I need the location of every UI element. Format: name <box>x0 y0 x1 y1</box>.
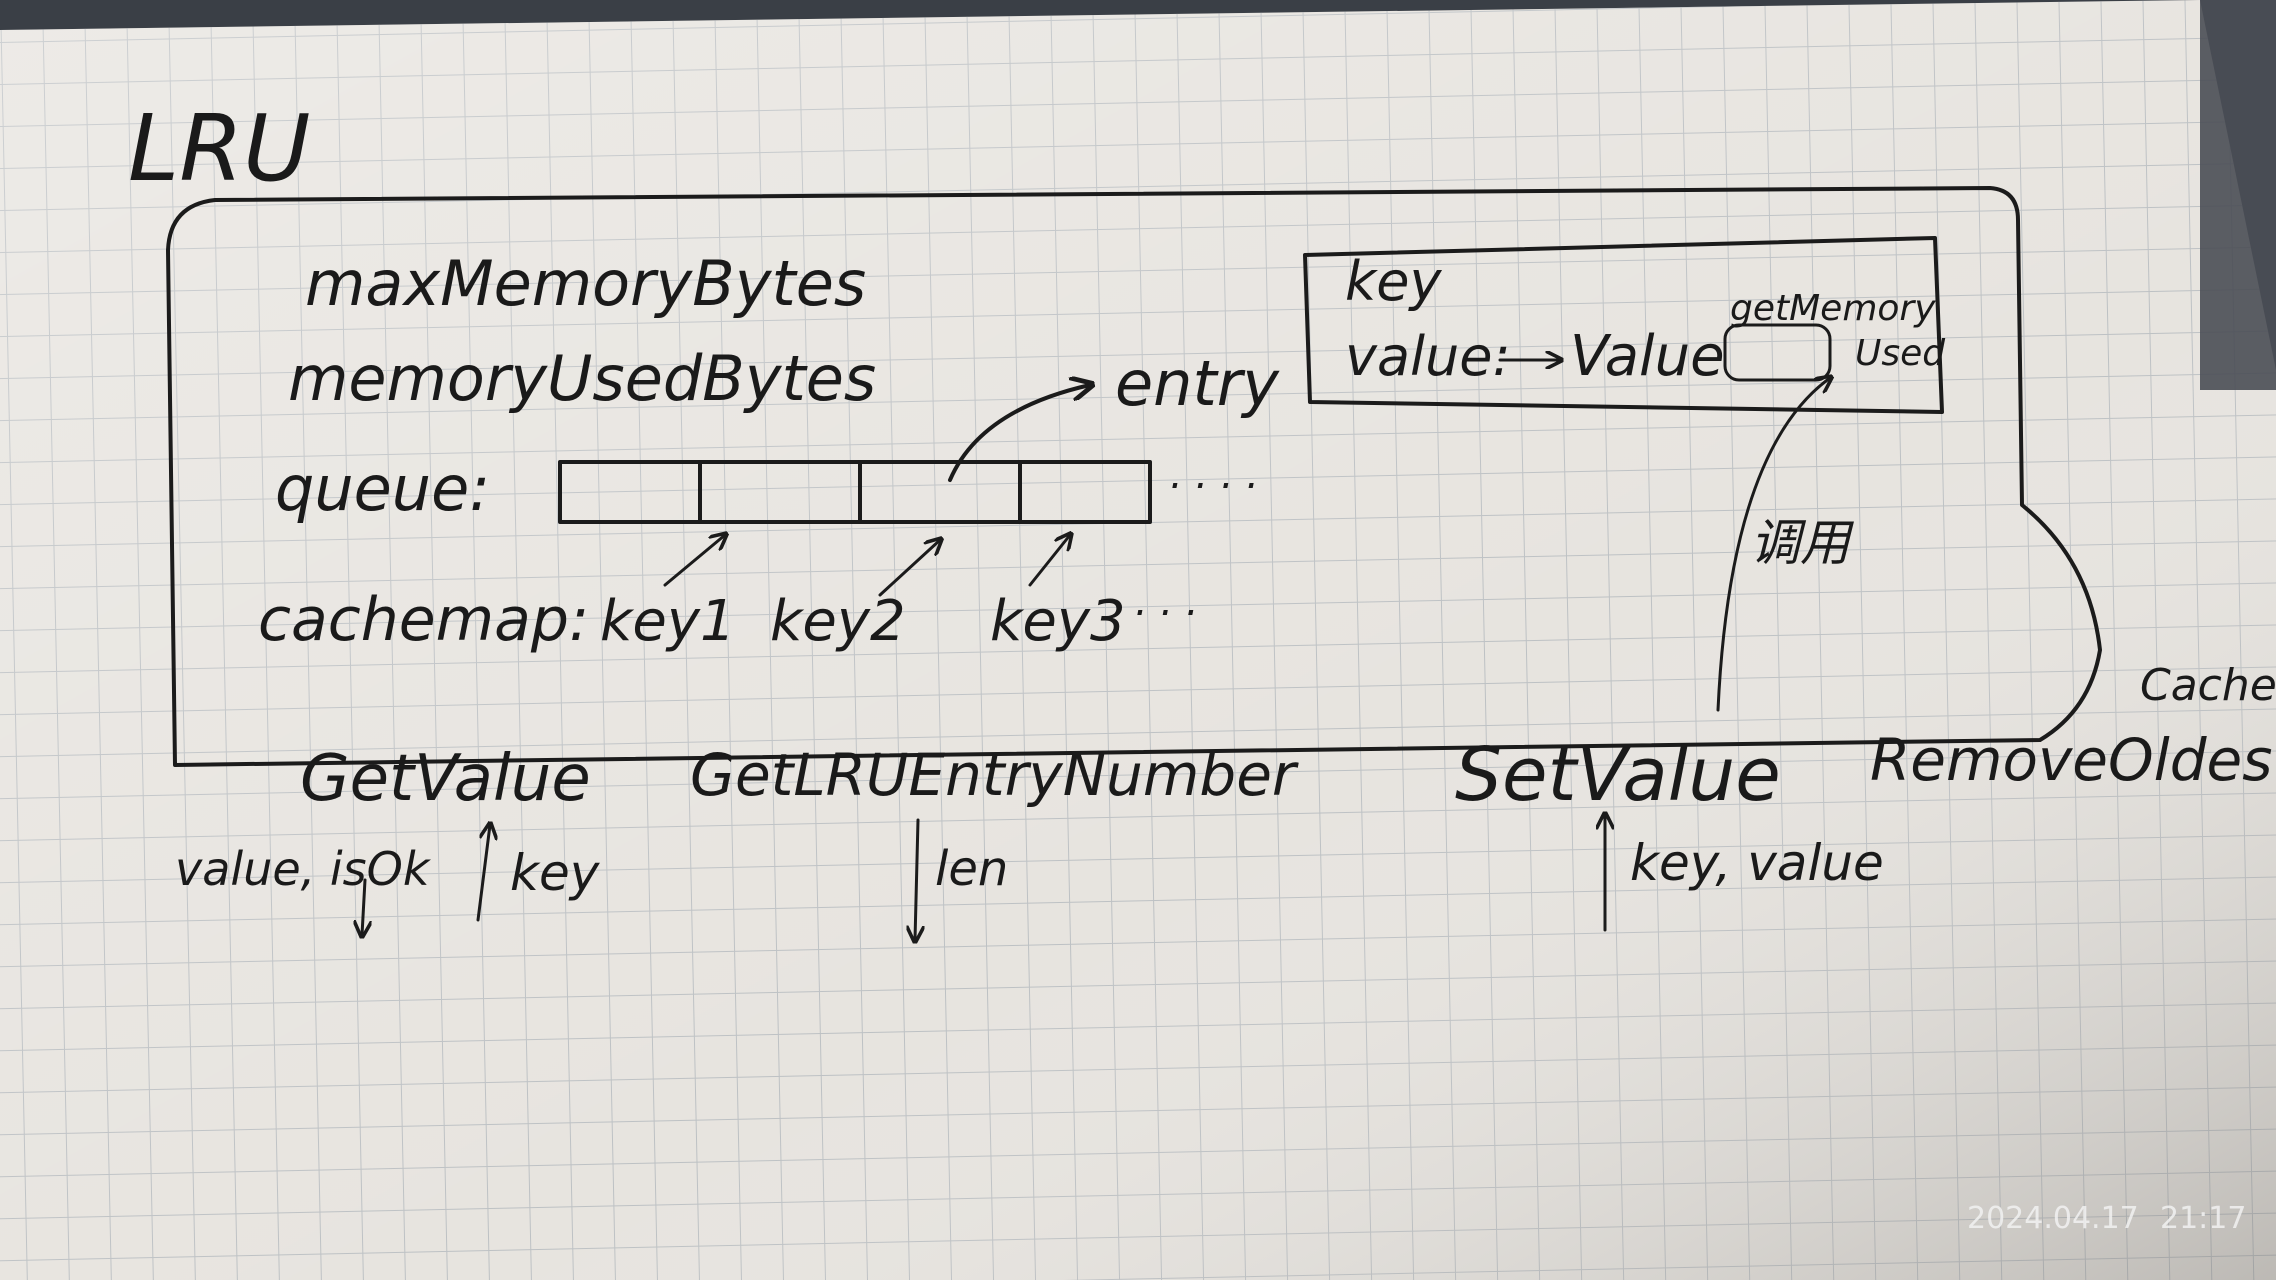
call-note: 调用 <box>1750 514 1854 572</box>
laptop-edge <box>2200 0 2276 390</box>
entry-number-output: len <box>935 841 1008 897</box>
lru-box <box>166 186 2102 767</box>
keys-ellipsis: . . . <box>1135 579 1199 625</box>
method-used: Used <box>1855 333 1946 374</box>
queue-ellipsis: . . . . <box>1170 452 1259 498</box>
cachemap-key-1: key1 <box>600 589 736 654</box>
get-value-output-arrow <box>362 878 365 935</box>
entry-key-field: key <box>1345 250 1442 313</box>
cachemap-key-3: key3 <box>990 589 1126 654</box>
timestamp-date: 2024.04.17 <box>1967 1201 2139 1236</box>
queue-cell <box>1018 460 1152 524</box>
set-value-input: key, value <box>1630 834 1884 892</box>
cache-label: Cache <box>2140 660 2276 711</box>
value-method-box <box>1723 323 1832 382</box>
get-value-input: key <box>510 844 601 902</box>
timestamp-time: 21:17 <box>2160 1201 2246 1236</box>
queue-label: queue: <box>275 452 490 525</box>
call-arrow <box>1716 378 1830 712</box>
value-type: Value <box>1570 324 1725 389</box>
method-remove-oldest: RemoveOldest <box>1870 726 2276 794</box>
entry-arrow <box>948 385 1090 482</box>
max-memory-field: maxMemoryBytes <box>305 247 866 320</box>
method-set-value: SetValue <box>1455 732 1781 818</box>
entry-label: entry <box>1115 347 1280 420</box>
entry-number-output-arrow <box>915 818 918 940</box>
diagram-title: LRU <box>128 95 311 202</box>
queue-cells <box>558 460 1152 524</box>
cachemap-key-2: key2 <box>770 589 906 654</box>
memory-used-field: memoryUsedBytes <box>288 342 876 415</box>
key3-pointer-arrow <box>1028 535 1070 587</box>
method-get-lru-entry-number: GetLRUEntryNumber <box>690 741 1299 809</box>
entry-value-field: value: <box>1345 325 1511 388</box>
get-value-input-arrow <box>476 825 490 922</box>
entry-box <box>1303 236 1944 414</box>
get-value-output: value, isOk <box>175 842 432 896</box>
key1-pointer-arrow <box>663 535 725 587</box>
method-get-value: GetValue <box>300 742 591 816</box>
key2-pointer-arrow <box>878 540 940 597</box>
cachemap-label: cachemap: <box>258 585 589 655</box>
method-get-memory: getMemory <box>1730 288 1936 329</box>
